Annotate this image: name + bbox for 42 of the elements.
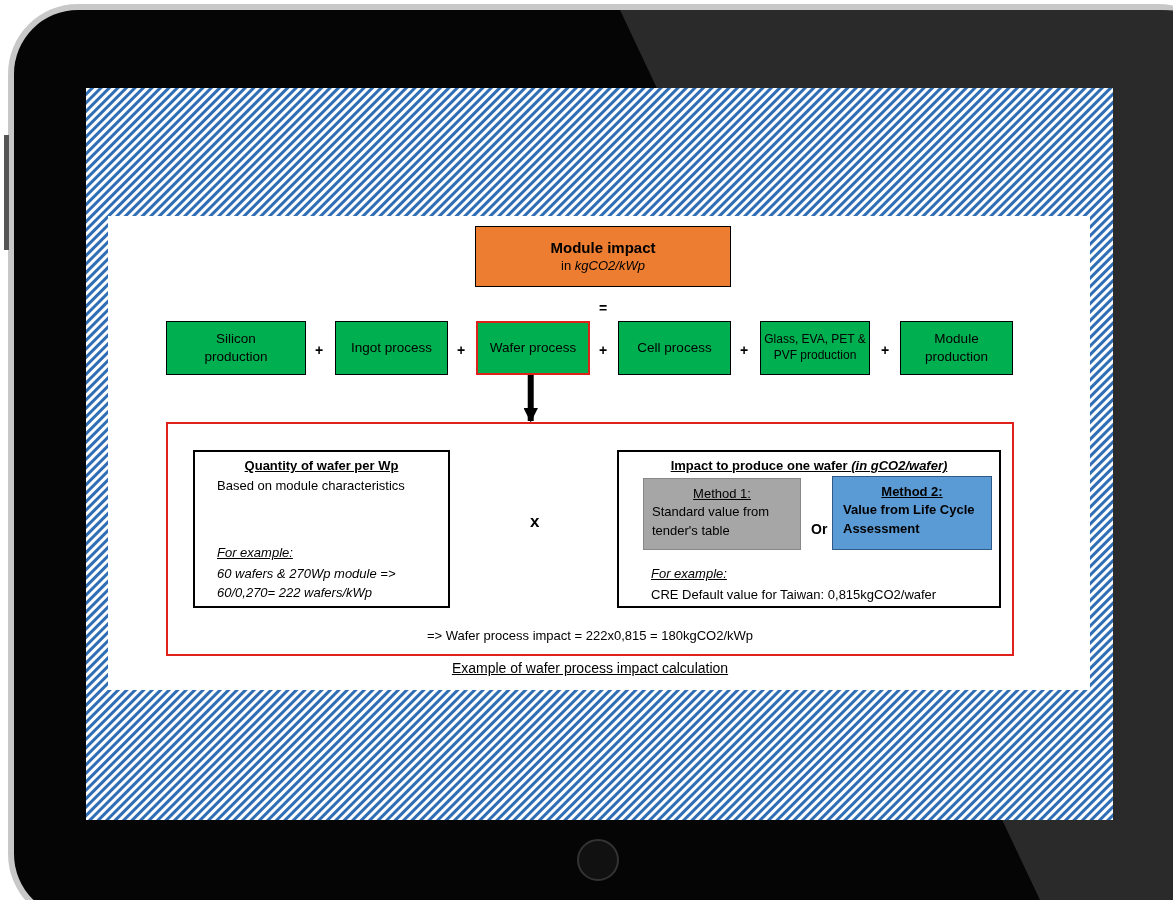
plus-sign: + xyxy=(457,342,466,358)
node-title: Ingot process xyxy=(350,339,432,357)
node-text: Based on module characteristics xyxy=(217,477,406,495)
process-box xyxy=(476,321,590,375)
or-word: Or xyxy=(811,521,828,537)
node-text: For example: xyxy=(217,544,294,562)
node-title: Method 2: xyxy=(880,483,944,501)
node-title: Wafer process xyxy=(489,339,577,357)
node-title: Cell process xyxy=(637,339,712,357)
node-text: in kgCO2/kWp xyxy=(561,257,645,275)
node-title: => Wafer process impact = 222x0,815 = 180kgCO2/kWp xyxy=(425,627,755,645)
method-box xyxy=(643,478,801,550)
process-box xyxy=(335,321,448,375)
multiply-sign: x xyxy=(530,512,540,532)
method-box xyxy=(832,476,992,550)
node-text: Standard value from tender's table xyxy=(652,503,771,540)
node-title: Quantity of wafer per Wp xyxy=(243,457,400,475)
plus-sign: + xyxy=(315,342,324,358)
node-title: Impact to produce one wafer (in gCO2/wafer) xyxy=(669,457,949,475)
equals-sign: = xyxy=(599,300,608,316)
result-box xyxy=(475,226,731,287)
plus-sign: + xyxy=(881,342,890,358)
node-title: Glass, EVA, PET & PVF production xyxy=(763,332,867,364)
process-box xyxy=(618,321,731,375)
process-box xyxy=(166,321,306,375)
node-title: Silicon production xyxy=(203,330,269,366)
arrow xyxy=(523,375,538,423)
node-text: CRE Default value for Taiwan: 0,815kgCO2/wafer xyxy=(651,586,938,604)
node-text: Value from Life Cycle Assessment xyxy=(843,501,976,538)
plus-sign: + xyxy=(599,342,608,358)
process-box xyxy=(900,321,1013,375)
node-title: Method 1: xyxy=(692,485,752,503)
node-title: Module production xyxy=(923,330,989,366)
node-text: 60 wafers & 270Wp module => 60/0,270= 222 wafers/kWp xyxy=(217,565,397,602)
impact-box xyxy=(617,450,1001,608)
calculation-panel xyxy=(166,422,1014,656)
node-text: For example: xyxy=(651,565,728,583)
caption: Example of wafer process impact calculation xyxy=(450,660,730,676)
node-title: Module impact xyxy=(550,238,656,258)
plus-sign: + xyxy=(740,342,749,358)
quantity-box xyxy=(193,450,450,608)
process-box xyxy=(760,321,870,375)
